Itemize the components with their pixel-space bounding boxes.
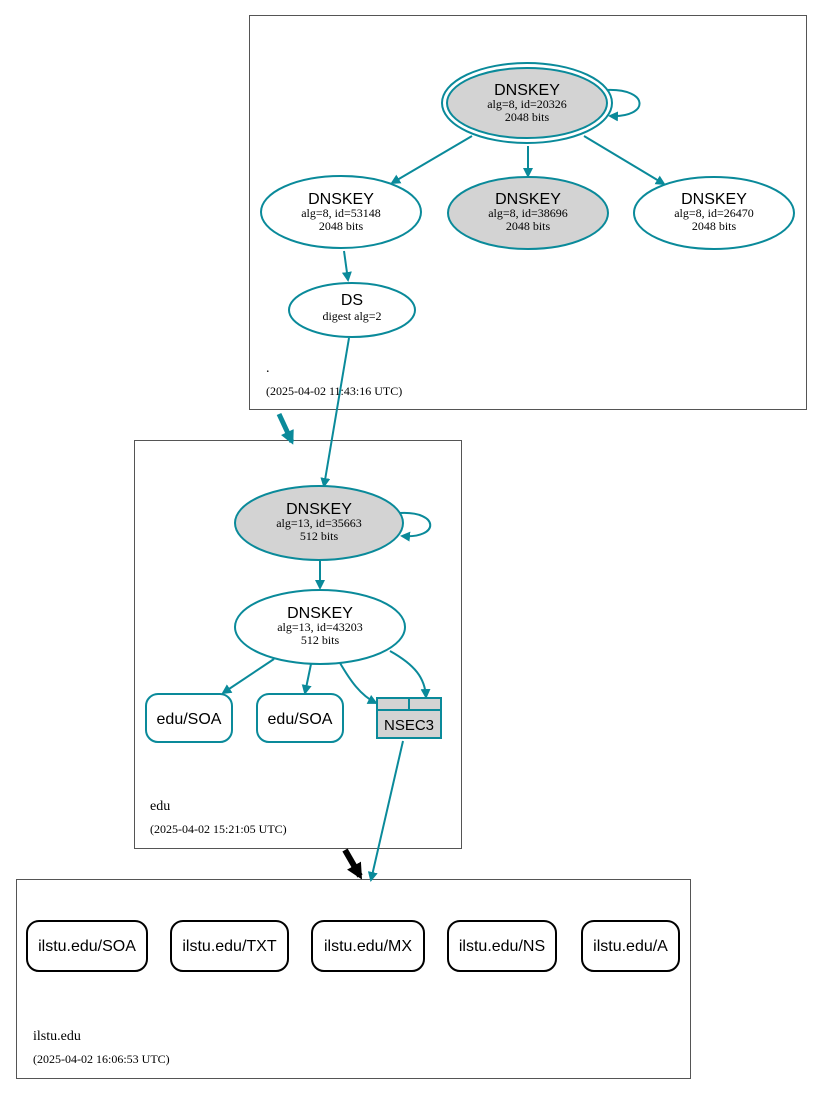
edu-rrset-soa-2[interactable]: edu/SOA — [256, 693, 344, 743]
root-ksk-node[interactable]: DNSKEY alg=8, id=20326 2048 bits — [441, 62, 613, 144]
edge-root-ksk-zsk3 — [583, 135, 666, 186]
ilstu-rrset-a-label: ilstu.edu/A — [593, 938, 668, 955]
zone-ilstu — [16, 879, 691, 1079]
edge-edu-zsk-nsec3a — [339, 662, 378, 704]
edu-ksk-line2: 512 bits — [300, 529, 339, 543]
root-zsk2-line2: 2048 bits — [506, 219, 551, 233]
edu-zone-name: edu — [150, 799, 170, 814]
ilstu-zone-name: ilstu.edu — [33, 1029, 81, 1044]
edge-edu-zsk-nsec3b — [389, 650, 431, 699]
edge-root-edu-delegation — [276, 412, 295, 445]
root-zone-name: . — [266, 361, 270, 376]
edu-ksk-title: DNSKEY — [286, 501, 352, 518]
root-zsk3-line2: 2048 bits — [692, 219, 737, 233]
edu-ksk-line1: alg=13, id=35663 — [276, 516, 362, 530]
ilstu-rrset-txt[interactable]: ilstu.edu/TXT — [170, 920, 289, 972]
edge-edu-ilstu-delegation — [342, 848, 363, 880]
root-ds-line1: digest alg=2 — [322, 309, 381, 323]
edge-nsec3-ilstu — [367, 740, 404, 882]
ilstu-rrset-soa-label: ilstu.edu/SOA — [38, 938, 136, 955]
edu-rrset-soa-2-label: edu/SOA — [268, 711, 333, 728]
edge-edu-zsk-soa1 — [221, 658, 275, 695]
edge-ds-edu-ksk — [320, 337, 350, 488]
ilstu-zone-timestamp: (2025-04-02 16:06:53 UTC) — [33, 1052, 170, 1066]
edu-nsec3-node[interactable]: NSEC3 — [376, 697, 442, 739]
ilstu-rrset-soa[interactable]: ilstu.edu/SOA — [26, 920, 148, 972]
root-zsk2-node[interactable]: DNSKEY alg=8, id=38696 2048 bits — [447, 176, 609, 250]
root-zsk2-line1: alg=8, id=38696 — [488, 206, 568, 220]
edge-root-ksk-self — [605, 88, 641, 122]
edge-edu-zsk-soa2 — [301, 663, 312, 695]
root-zone-timestamp: (2025-04-02 11:43:16 UTC) — [266, 384, 402, 398]
root-ds-node[interactable]: DS digest alg=2 — [288, 282, 416, 338]
root-ds-title: DS — [341, 292, 363, 309]
root-zsk1-line2: 2048 bits — [319, 219, 364, 233]
root-zsk1-line1: alg=8, id=53148 — [301, 206, 381, 220]
edu-zsk-line1: alg=13, id=43203 — [277, 620, 363, 634]
ilstu-rrset-txt-label: ilstu.edu/TXT — [182, 938, 276, 955]
root-zsk3-title: DNSKEY — [681, 191, 747, 208]
edu-nsec3-label: NSEC3 — [384, 717, 434, 734]
root-zsk3-node[interactable]: DNSKEY alg=8, id=26470 2048 bits — [633, 176, 795, 250]
edge-edu-ksk-self — [399, 511, 432, 542]
ilstu-rrset-a[interactable]: ilstu.edu/A — [581, 920, 680, 972]
root-ksk-line1: alg=8, id=20326 — [487, 97, 567, 111]
edu-rrset-soa-1-label: edu/SOA — [157, 711, 222, 728]
ilstu-rrset-mx[interactable]: ilstu.edu/MX — [311, 920, 425, 972]
edu-rrset-soa-1[interactable]: edu/SOA — [145, 693, 233, 743]
edu-zsk-title: DNSKEY — [287, 605, 353, 622]
root-zsk1-node[interactable]: DNSKEY alg=8, id=53148 2048 bits — [260, 175, 422, 249]
root-zsk2-title: DNSKEY — [495, 191, 561, 208]
edu-zone-timestamp: (2025-04-02 15:21:05 UTC) — [150, 822, 287, 836]
edu-zsk-line2: 512 bits — [301, 633, 340, 647]
root-zsk1-title: DNSKEY — [308, 191, 374, 208]
root-zsk3-line1: alg=8, id=26470 — [674, 206, 754, 220]
ilstu-rrset-ns-label: ilstu.edu/NS — [459, 938, 545, 955]
root-ksk-title: DNSKEY — [494, 82, 560, 99]
ilstu-rrset-ns[interactable]: ilstu.edu/NS — [447, 920, 557, 972]
edu-zsk-node[interactable]: DNSKEY alg=13, id=43203 512 bits — [234, 589, 406, 665]
root-ksk-line2: 2048 bits — [505, 110, 550, 124]
edu-ksk-node[interactable]: DNSKEY alg=13, id=35663 512 bits — [234, 485, 404, 561]
edge-zsk1-ds — [341, 250, 352, 282]
ilstu-rrset-mx-label: ilstu.edu/MX — [324, 938, 412, 955]
edge-root-ksk-zsk1 — [390, 135, 473, 185]
